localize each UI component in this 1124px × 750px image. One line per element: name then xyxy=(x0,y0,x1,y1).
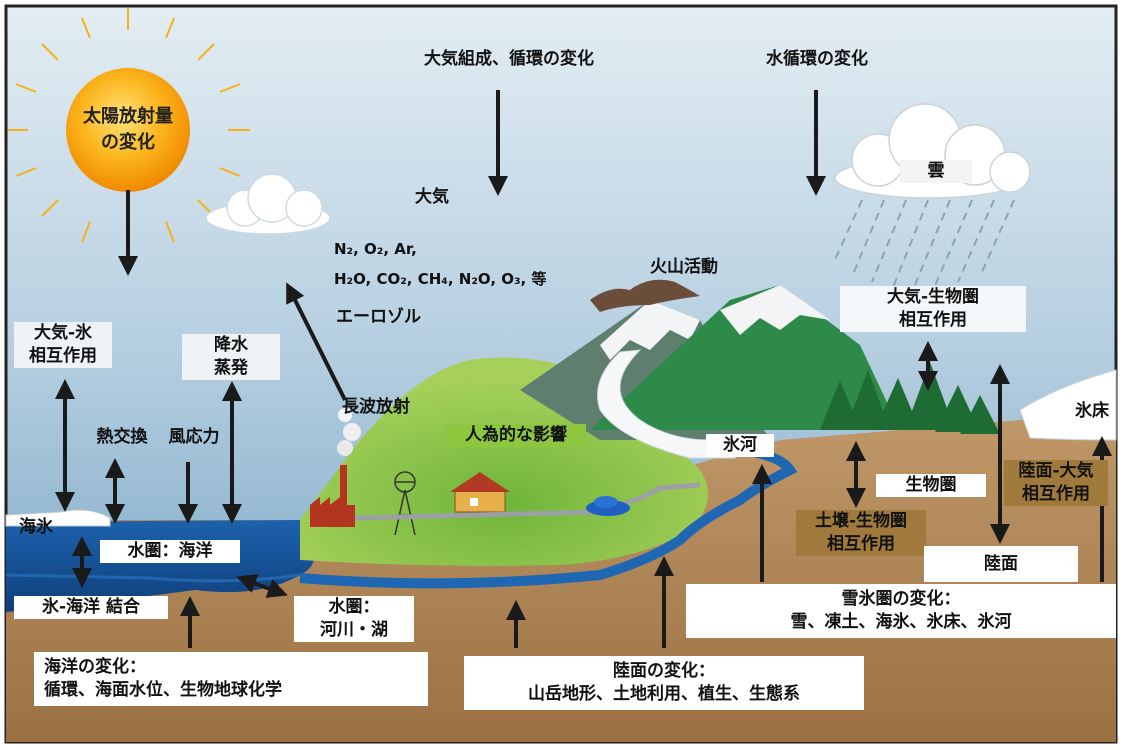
precip-line2: 蒸発 xyxy=(214,358,248,378)
precip-line1: 降水 xyxy=(214,335,248,355)
cloud-left xyxy=(205,173,331,235)
forest xyxy=(820,362,1000,434)
cloud-right xyxy=(834,103,1031,199)
ocean-change: 海洋の変化： 循環、海面水位、生物地球化学 xyxy=(34,652,428,706)
ocean-change-line2: 循環、海面水位、生物地球化学 xyxy=(44,680,282,700)
precip-evap: 降水 蒸発 xyxy=(182,334,280,380)
heat-exchange-label: 熱交換 xyxy=(96,427,148,447)
glacier-label: 氷河 xyxy=(706,434,774,457)
atmosphere-change-label: 大気組成、循環の変化 xyxy=(424,49,594,69)
land-change-line1: 陸面の変化： xyxy=(613,661,715,681)
land-atm-interaction: 陸面-大気 相互作用 xyxy=(1004,460,1108,506)
mountain-green xyxy=(590,285,900,430)
cloud-label: 雲 xyxy=(900,160,972,183)
water-cycle-label: 水循環の変化 xyxy=(766,49,868,69)
factory xyxy=(310,408,361,527)
land-surface-label: 陸面 xyxy=(924,546,1078,582)
ice-ocean-coupling: 氷-海洋 結合 xyxy=(14,596,168,619)
atm-ice-interaction: 大気-氷 相互作用 xyxy=(14,322,112,368)
rivers-line1: 水圏： xyxy=(328,597,380,617)
cryo-line1: 雪氷圏の変化： xyxy=(841,589,961,609)
ocean-change-line1: 海洋の変化： xyxy=(44,657,146,677)
soil-bio-line1: 土壌-生物圏 xyxy=(814,511,908,531)
car xyxy=(586,496,630,516)
rain xyxy=(833,199,1015,293)
ocean-label: 水圏：海洋 xyxy=(100,540,240,563)
arrows xyxy=(55,90,1112,648)
sun-label-line1: 太陽放射量 xyxy=(83,106,173,127)
cryo-line2: 雪、凍土、海氷、氷床、氷河 xyxy=(790,612,1012,632)
atm-ice-line2: 相互作用 xyxy=(29,346,97,366)
house xyxy=(450,472,510,513)
gases-line1: N₂, O₂, Ar, xyxy=(334,240,417,258)
atm-ice-line1: 大気-氷 xyxy=(33,323,93,343)
land-atm-line2: 相互作用 xyxy=(1022,484,1090,504)
atm-bio-interaction: 大気-生物圏 相互作用 xyxy=(840,286,1026,332)
sun-label-line2: の変化 xyxy=(101,132,155,153)
cryosphere-change: 雪氷圏の変化： 雪、凍土、海氷、氷床、氷河 xyxy=(686,584,1116,638)
soil-bio-interaction: 土壌-生物圏 相互作用 xyxy=(796,510,926,556)
soil-bio-line2: 相互作用 xyxy=(827,534,895,554)
atmosphere-label: 大気 xyxy=(415,187,449,207)
volcano-smoke xyxy=(590,279,700,312)
atm-bio-line1: 大気-生物圏 xyxy=(886,287,980,307)
rivers-line2: 河川・湖 xyxy=(320,620,388,640)
human-influence-label: 人為的な影響 xyxy=(446,424,586,447)
land-change: 陸面の変化： 山岳地形、土地利用、植生、生態系 xyxy=(464,656,864,710)
land-change-line2: 山岳地形、土地利用、植生、生態系 xyxy=(528,684,800,704)
snow-gray xyxy=(600,300,700,360)
aerosol-label: エーロゾル xyxy=(336,307,421,327)
atm-bio-line2: 相互作用 xyxy=(899,310,967,330)
volcano-label: 火山活動 xyxy=(650,257,718,277)
sun-label: 太陽放射量 の変化 xyxy=(68,104,188,156)
snow-green xyxy=(720,285,830,335)
gases-line2: H₂O, CO₂, CH₄, N₂O, O₃, 等 xyxy=(334,270,547,288)
ice-sheet xyxy=(1019,369,1117,441)
ice-sheet-label: 氷床 xyxy=(1075,401,1109,421)
longwave-label: 長波放射 xyxy=(342,397,410,417)
river xyxy=(299,445,798,589)
wind-stress-label: 風応力 xyxy=(168,427,220,447)
sun xyxy=(8,8,250,252)
sea-ice-label: 海氷 xyxy=(19,517,53,537)
biosphere-label: 生物圏 xyxy=(876,474,986,497)
rivers-lakes: 水圏： 河川・湖 xyxy=(294,596,414,642)
glacier-flow xyxy=(597,349,741,459)
land-atm-line1: 陸面-大気 xyxy=(1018,461,1094,481)
